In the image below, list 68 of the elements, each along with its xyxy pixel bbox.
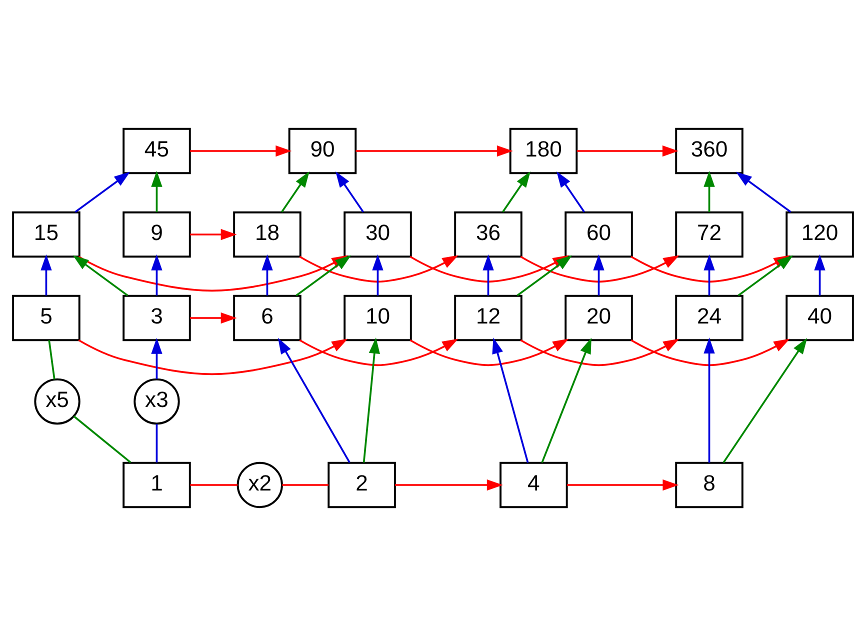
arrow bbox=[520, 338, 680, 366]
arrow bbox=[78, 338, 348, 375]
arrow bbox=[593, 254, 604, 295]
arrow bbox=[362, 337, 380, 462]
node-box: 36 bbox=[454, 210, 522, 258]
arrow bbox=[814, 254, 826, 295]
connector bbox=[73, 415, 132, 463]
node-box: 72 bbox=[675, 210, 744, 258]
arrow bbox=[281, 170, 310, 212]
node-box: 40 bbox=[786, 294, 854, 341]
node-box: 360 bbox=[675, 127, 744, 174]
node-box: 12 bbox=[454, 294, 522, 341]
arrow bbox=[576, 144, 678, 156]
arrow bbox=[704, 254, 715, 295]
arrow bbox=[630, 338, 790, 366]
arrow bbox=[151, 337, 162, 378]
node-box: 8 bbox=[675, 461, 744, 508]
node-box: 3 bbox=[122, 294, 191, 341]
arrow bbox=[336, 170, 364, 212]
node-box: 15 bbox=[12, 210, 80, 258]
arrow bbox=[151, 170, 162, 212]
node-box: 45 bbox=[122, 127, 191, 174]
node-circle: x5 bbox=[34, 378, 80, 424]
node-box: 18 bbox=[233, 210, 302, 258]
node-box: 20 bbox=[564, 294, 633, 341]
node-box: 60 bbox=[564, 210, 633, 258]
arrow bbox=[190, 144, 292, 156]
node-box: 1 bbox=[122, 461, 191, 508]
node-box: 4 bbox=[500, 461, 568, 508]
connector bbox=[48, 340, 56, 380]
node-box: 9 bbox=[122, 210, 191, 258]
connector bbox=[282, 484, 328, 486]
arrow bbox=[72, 254, 128, 296]
node-box: 24 bbox=[675, 294, 744, 341]
connector bbox=[156, 424, 158, 462]
arrow bbox=[74, 171, 130, 212]
arrow bbox=[40, 254, 52, 295]
arrow bbox=[541, 337, 592, 462]
node-box: 2 bbox=[328, 461, 396, 508]
arrow bbox=[151, 254, 162, 295]
arrow bbox=[372, 254, 384, 295]
node-box: 5 bbox=[12, 294, 80, 341]
connector bbox=[190, 484, 238, 486]
arrow bbox=[556, 170, 585, 212]
node-box: 10 bbox=[344, 294, 412, 341]
node-box: 30 bbox=[344, 210, 412, 258]
arrow bbox=[278, 337, 350, 463]
arrow bbox=[566, 478, 679, 490]
arrow bbox=[704, 337, 715, 462]
arrow bbox=[190, 312, 237, 324]
arrow bbox=[704, 170, 715, 212]
arrow bbox=[262, 254, 273, 295]
arrow bbox=[190, 228, 237, 240]
node-circle: x3 bbox=[134, 378, 180, 424]
arrow bbox=[492, 337, 529, 462]
arrow bbox=[482, 254, 494, 295]
node-box: 180 bbox=[509, 127, 578, 174]
arrow bbox=[356, 144, 513, 156]
arrow bbox=[299, 338, 458, 366]
node-circle: x2 bbox=[236, 461, 283, 508]
arrow bbox=[502, 170, 530, 212]
node-box: 120 bbox=[786, 210, 854, 258]
arrow bbox=[395, 478, 503, 490]
arrow bbox=[722, 338, 808, 463]
arrow bbox=[736, 171, 792, 212]
node-box: 6 bbox=[233, 294, 302, 341]
node-box: 90 bbox=[288, 127, 357, 174]
arrow bbox=[410, 338, 569, 366]
